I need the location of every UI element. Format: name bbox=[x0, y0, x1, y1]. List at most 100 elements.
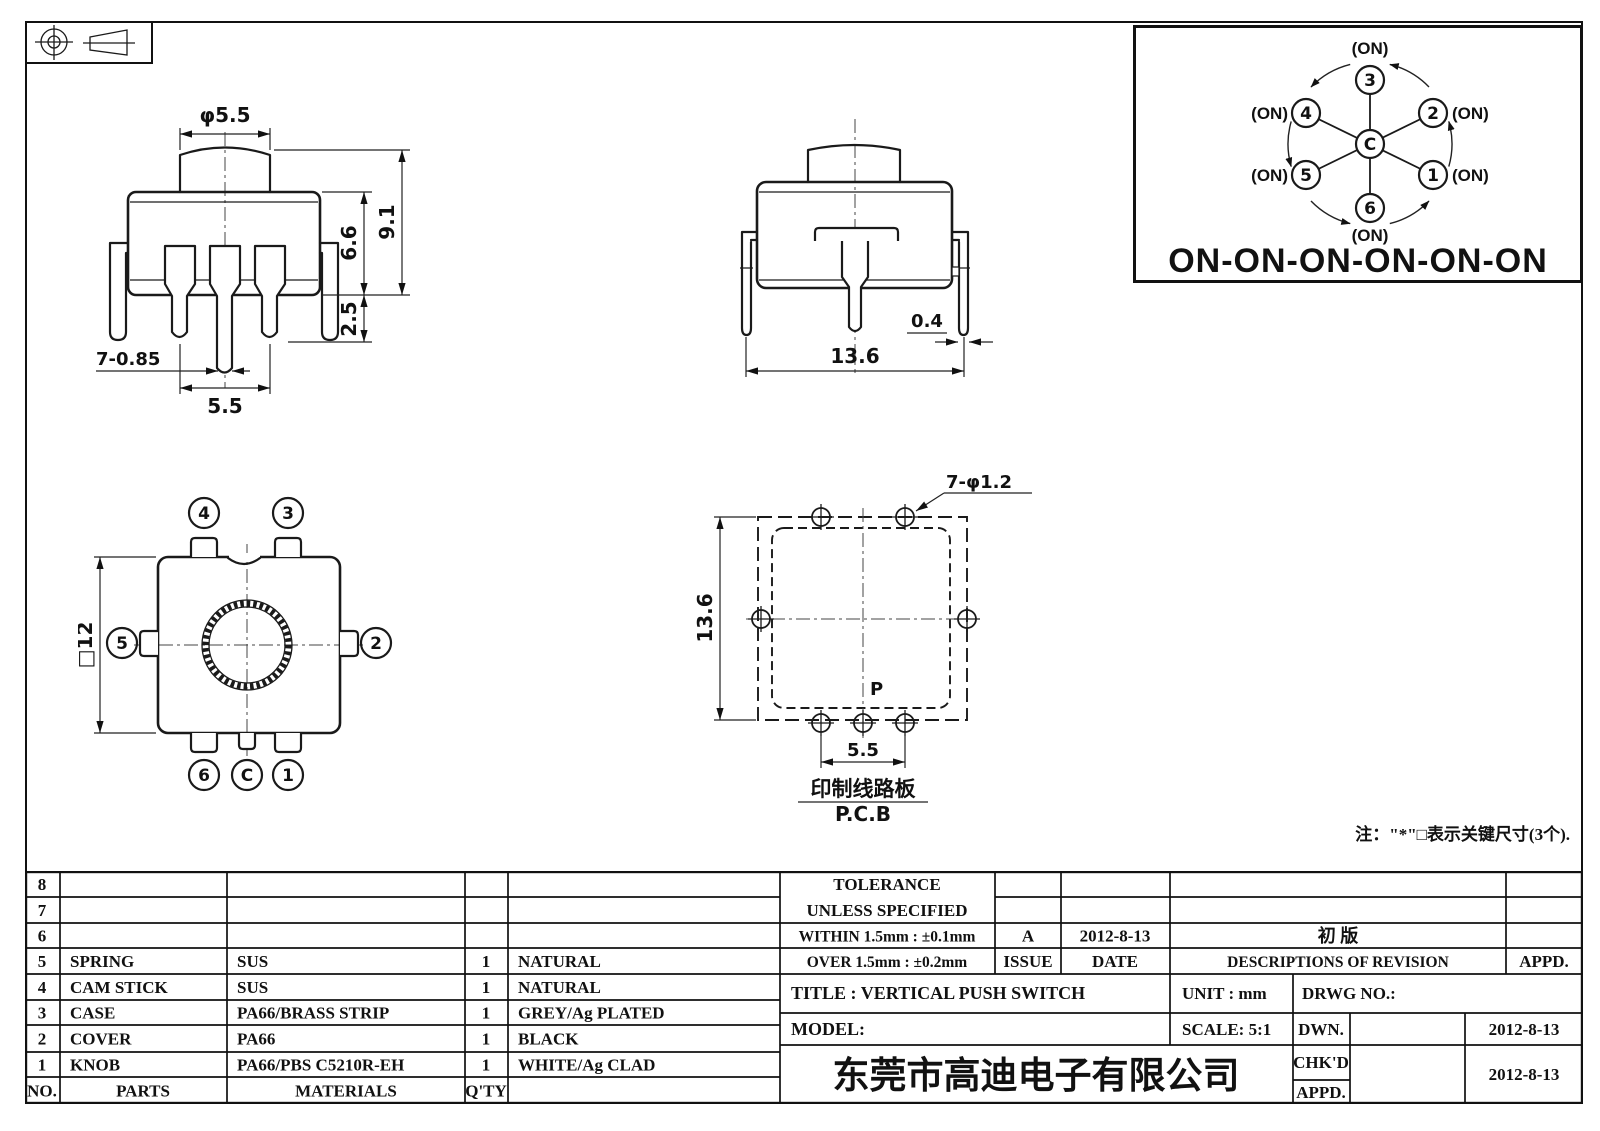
top-knob-knurl bbox=[202, 600, 292, 690]
top-tab-1 bbox=[273, 733, 303, 754]
issue-value: A bbox=[1022, 927, 1035, 946]
pcb-centerlines bbox=[746, 508, 980, 738]
dim-pin-below: 2.5 bbox=[337, 301, 361, 336]
top-view-drawing: 4 3 5 2 6 C 1 □12 bbox=[78, 496, 393, 792]
row-no: 6 bbox=[38, 927, 47, 946]
revision-desc: 初 版 bbox=[1318, 925, 1359, 946]
parts-header: NO. PARTS MATERIALS Q'TY bbox=[27, 1082, 507, 1101]
dim-total-height: 9.1 bbox=[375, 204, 399, 239]
top-knob-ring-outer bbox=[201, 599, 293, 691]
dim-leg-width: 0.4 bbox=[911, 311, 943, 332]
table-grid-lines bbox=[25, 871, 1583, 1104]
front-pin-left bbox=[163, 244, 197, 339]
title-block-lower: TITLE : VERTICAL PUSH SWITCH UNIT : mm D… bbox=[791, 983, 1559, 1102]
header-parts: PARTS bbox=[116, 1082, 170, 1101]
row-qty: 1 bbox=[482, 952, 491, 971]
row-no: 4 bbox=[38, 978, 47, 997]
drwg-no-label: DRWG NO.: bbox=[1302, 984, 1396, 1003]
issue-label: ISSUE bbox=[1003, 952, 1052, 971]
terminal-3: 3 bbox=[282, 504, 294, 524]
terminal-5: 5 bbox=[116, 634, 128, 654]
dim-pin-spec: 7-0.85 bbox=[96, 349, 160, 370]
side-knob bbox=[806, 143, 902, 184]
on-label-1: (ON) bbox=[1452, 166, 1489, 185]
top-tab-3 bbox=[273, 536, 303, 557]
side-center-pin bbox=[840, 241, 870, 333]
title-block-table: 8 7 6 5 4 3 2 1 SPRING CAM STICK CASE CO… bbox=[25, 871, 1583, 1104]
circuit-diagram: C 3 2 1 6 5 4 (ON) (ON) (ON) (ON) (ON) (… bbox=[1168, 39, 1548, 280]
row-qty: 1 bbox=[482, 1030, 491, 1049]
key-dimension-note: 注："*"□表示关键尺寸(3个). bbox=[1355, 825, 1570, 844]
pcb-holes bbox=[748, 504, 980, 736]
row-part: SPRING bbox=[70, 952, 134, 971]
circuit-node-3: 3 bbox=[1364, 71, 1376, 91]
top-knob-ring-inner bbox=[208, 606, 286, 684]
circuit-node-2: 2 bbox=[1427, 104, 1439, 124]
dim-leg-span: 13.6 bbox=[830, 344, 879, 368]
projection-symbol-icon bbox=[35, 25, 135, 60]
row-finish: WHITE/Ag CLAD bbox=[518, 1056, 655, 1075]
row-finish: NATURAL bbox=[518, 978, 601, 997]
pcb-p-mark: P bbox=[870, 679, 883, 700]
row-no: 5 bbox=[38, 952, 47, 971]
pcb-label-en: P.C.B bbox=[835, 802, 891, 826]
unit-label: UNIT : mm bbox=[1182, 984, 1267, 1003]
date-value: 2012-8-13 bbox=[1080, 927, 1151, 946]
side-shelf bbox=[813, 226, 900, 241]
row-no: 2 bbox=[38, 1030, 47, 1049]
row-qty: 1 bbox=[482, 1004, 491, 1023]
side-view-drawing: 0.4 13.6 bbox=[740, 119, 993, 377]
top-tab-4 bbox=[189, 536, 219, 557]
top-tab-5 bbox=[138, 629, 158, 658]
model-label: MODEL: bbox=[791, 1019, 865, 1039]
row-finish: BLACK bbox=[518, 1030, 579, 1049]
dim-pcb-height: 13.6 bbox=[693, 593, 717, 642]
circuit-sequence: ON-ON-ON-ON-ON-ON bbox=[1168, 242, 1548, 280]
row-part: KNOB bbox=[70, 1056, 120, 1075]
chkd-label: CHK'D bbox=[1293, 1053, 1349, 1072]
front-view-drawing: φ5.5 9.1 6.6 2.5 7-0.85 5.5 bbox=[96, 103, 410, 418]
row-no: 3 bbox=[38, 1004, 47, 1023]
row-finish: GREY/Ag PLATED bbox=[518, 1004, 665, 1023]
dim-knob-diameter: φ5.5 bbox=[199, 103, 250, 127]
on-label-3: (ON) bbox=[1352, 39, 1389, 58]
revision-label: DESCRIPTIONS OF REVISION bbox=[1227, 954, 1449, 971]
dwn-label: DWN. bbox=[1298, 1020, 1344, 1039]
circuit-diagram-box: C 3 2 1 6 5 4 (ON) (ON) (ON) (ON) (ON) (… bbox=[1133, 25, 1583, 283]
date-label: DATE bbox=[1092, 952, 1138, 971]
drawing-title: TITLE : VERTICAL PUSH SWITCH bbox=[791, 983, 1085, 1003]
side-right-leg bbox=[951, 230, 970, 337]
row-qty: 1 bbox=[482, 1056, 491, 1075]
dim-holes: 7-φ1.2 bbox=[946, 472, 1012, 493]
on-label-4: (ON) bbox=[1251, 104, 1288, 123]
circuit-node-4: 4 bbox=[1300, 104, 1312, 124]
scale-label: SCALE: 5:1 bbox=[1182, 1020, 1271, 1039]
front-knob bbox=[178, 146, 272, 194]
header-no: NO. bbox=[27, 1082, 57, 1101]
on-label-5: (ON) bbox=[1251, 166, 1288, 185]
dim-body-size: □12 bbox=[78, 622, 97, 669]
header-qty: Q'TY bbox=[465, 1082, 507, 1101]
terminal-c: C bbox=[241, 766, 253, 786]
on-label-6: (ON) bbox=[1352, 226, 1389, 245]
row-part: COVER bbox=[70, 1030, 132, 1049]
tolerance-block: TOLERANCE UNLESS SPECIFIED WITHIN 1.5mm … bbox=[799, 875, 1569, 971]
front-right-leg bbox=[318, 241, 340, 342]
row-material: SUS bbox=[237, 978, 268, 997]
appd-label: APPD. bbox=[1519, 952, 1569, 971]
front-pin-center bbox=[208, 244, 242, 374]
top-tab-c bbox=[237, 733, 257, 751]
dim-pin-pitch: 5.5 bbox=[207, 394, 242, 418]
terminal-4: 4 bbox=[198, 504, 210, 524]
row-material: PA66/BRASS STRIP bbox=[237, 1004, 389, 1023]
row-no: 8 bbox=[38, 875, 47, 894]
circuit-node-5: 5 bbox=[1300, 166, 1312, 186]
projection-symbol-box bbox=[25, 21, 153, 64]
appd2-label: APPD. bbox=[1296, 1083, 1346, 1102]
terminal-2: 2 bbox=[370, 634, 382, 654]
row-qty: 1 bbox=[482, 978, 491, 997]
top-notch bbox=[226, 556, 262, 566]
dim-body-height: 6.6 bbox=[337, 225, 361, 260]
on-label-2: (ON) bbox=[1452, 104, 1489, 123]
